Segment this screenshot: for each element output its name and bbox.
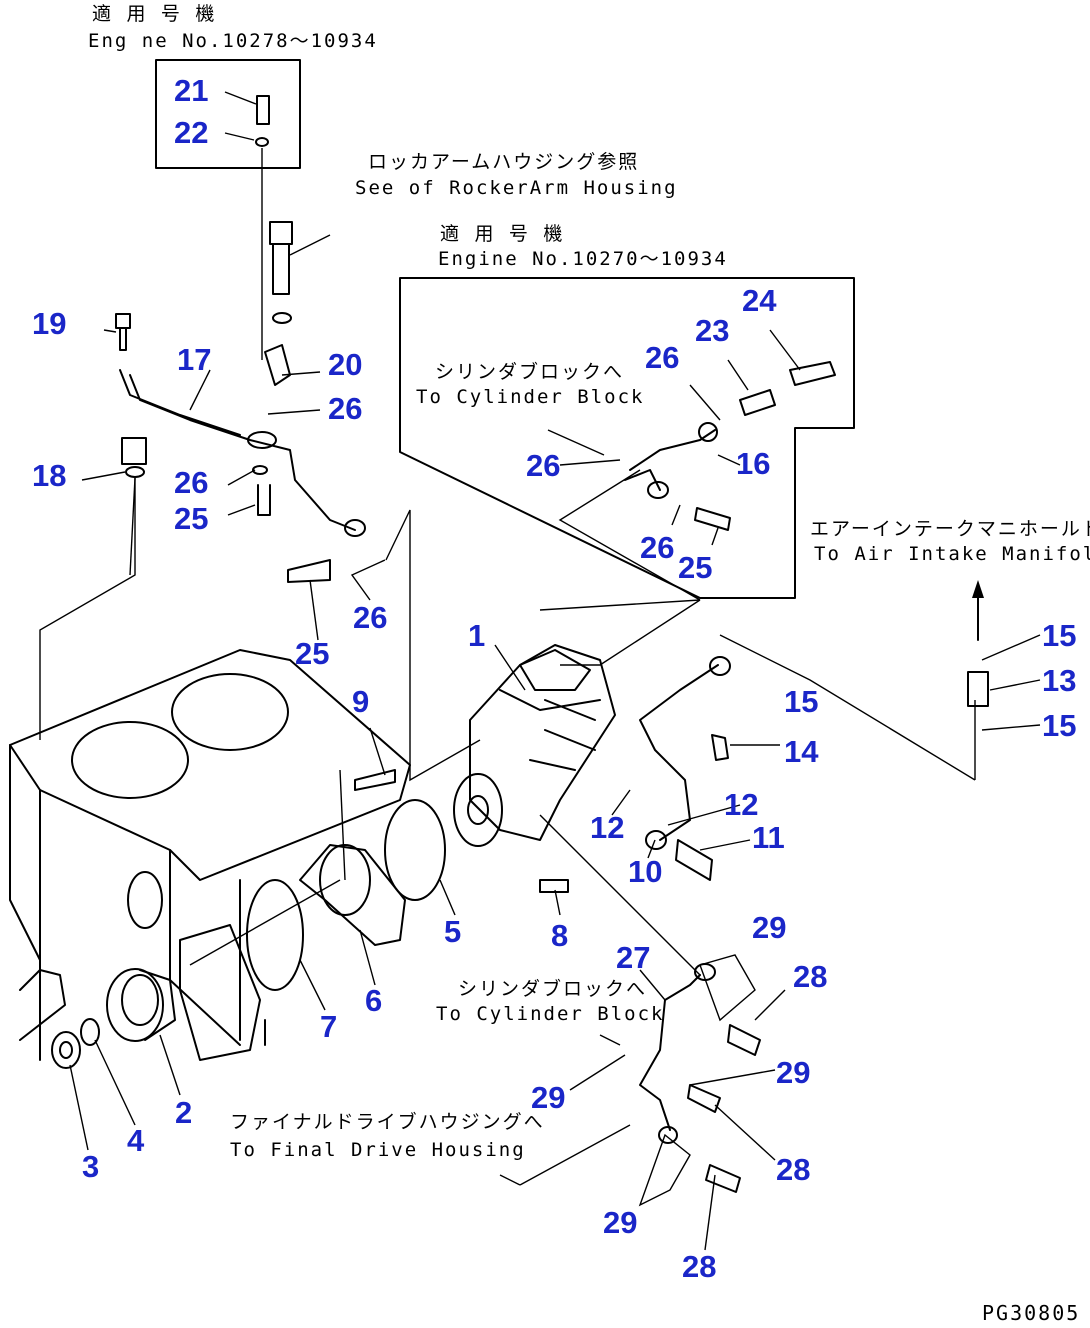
callout-25-a: 25 xyxy=(174,501,208,536)
inset-frame-mid xyxy=(399,277,855,599)
callout-14: 14 xyxy=(784,734,819,769)
callout-18: 18 xyxy=(32,458,66,493)
callout-15-a: 15 xyxy=(1042,618,1076,653)
callout-15-c: 15 xyxy=(1042,708,1076,743)
leader-lines xyxy=(69,91,1041,1251)
callout-10: 10 xyxy=(628,854,662,889)
note-engine-range-top: Eng ne No.10278～10934 xyxy=(88,30,378,52)
fitting-18 xyxy=(39,437,147,740)
bolt-21 xyxy=(255,95,270,360)
nut xyxy=(51,1031,81,1069)
note-cyl-block-en-1: To Cylinder Block xyxy=(416,386,644,408)
callout-2: 2 xyxy=(175,1095,192,1130)
cylinder-block xyxy=(9,649,411,1061)
callout-23: 23 xyxy=(695,313,729,348)
bolt-19 xyxy=(115,313,131,351)
bolt-28-c xyxy=(705,1164,741,1193)
callout-26-a: 26 xyxy=(328,391,362,426)
callout-26-f: 26 xyxy=(640,530,674,565)
callout-20: 20 xyxy=(328,347,362,382)
note-air-intake-jp: エアーインテークマニホールドへ xyxy=(810,518,1090,540)
callout-28-b: 28 xyxy=(776,1152,810,1187)
callout-11: 11 xyxy=(752,820,785,855)
note-applicable-top-jp: 適 用 号 機 xyxy=(92,3,216,25)
note-cyl-block-jp-1: シリンダブロックへ xyxy=(435,360,624,383)
union-13 xyxy=(967,671,989,707)
note-cyl-block-en-2: To Cylinder Block xyxy=(436,1003,664,1025)
callout-17: 17 xyxy=(177,342,211,377)
washer-26 xyxy=(252,465,268,475)
callout-28-a: 28 xyxy=(793,959,827,994)
callout-29-c: 29 xyxy=(531,1080,565,1115)
o-ring xyxy=(384,799,446,901)
bolt-25-inset xyxy=(694,507,731,531)
bolt-25-lower xyxy=(287,559,331,583)
note-final-drive-en: To Final Drive Housing xyxy=(230,1139,526,1161)
callout-27: 27 xyxy=(616,940,650,975)
callout-22: 22 xyxy=(174,115,208,150)
oil-pipe-17 xyxy=(119,369,366,537)
pipe-16 xyxy=(624,422,718,499)
callout-26-c: 26 xyxy=(353,600,387,635)
drive-cap xyxy=(106,968,176,1042)
callout-5: 5 xyxy=(444,914,461,949)
callout-19: 19 xyxy=(32,306,66,341)
callout-12-a: 12 xyxy=(724,787,758,822)
fitting-23 xyxy=(739,389,776,416)
note-rocker-en: See of RockerArm Housing xyxy=(355,177,678,199)
callout-6: 6 xyxy=(365,983,382,1018)
bolt-28-b xyxy=(687,1084,721,1113)
callout-29-b: 29 xyxy=(776,1055,810,1090)
callout-28-c: 28 xyxy=(682,1249,716,1284)
callout-25-b: 25 xyxy=(295,636,329,671)
callout-16: 16 xyxy=(736,446,770,481)
note-engine-range-mid: Engine No.10270～10934 xyxy=(438,248,728,270)
callout-3: 3 xyxy=(82,1149,99,1184)
callout-21: 21 xyxy=(174,73,208,108)
mounting-bolt xyxy=(269,221,293,324)
callout-26-b: 26 xyxy=(174,465,208,500)
callout-24: 24 xyxy=(742,283,777,318)
flange xyxy=(299,844,406,946)
callout-29-d: 29 xyxy=(603,1205,637,1240)
callout-13: 13 xyxy=(1042,663,1076,698)
callout-4: 4 xyxy=(127,1123,145,1158)
note-final-drive-jp: ファイナルドライブハウジングへ xyxy=(230,1110,545,1133)
callout-7: 7 xyxy=(320,1009,337,1044)
callout-26-d: 26 xyxy=(645,340,679,375)
callout-8: 8 xyxy=(551,918,568,953)
callout-1: 1 xyxy=(468,618,485,653)
washer xyxy=(80,1018,100,1046)
gasket xyxy=(179,924,261,1061)
fitting-14 xyxy=(711,734,729,761)
note-air-intake-en: To Air Intake Manifold xyxy=(814,543,1090,565)
air-compressor xyxy=(453,644,616,847)
callout-26-e: 26 xyxy=(526,448,560,483)
drawing-reference: PG30805 xyxy=(982,1301,1080,1325)
bracket-20 xyxy=(264,344,291,386)
note-cyl-block-jp-2: シリンダブロックへ xyxy=(458,977,647,1000)
bolt-8 xyxy=(539,879,569,893)
pipe-27 xyxy=(639,963,716,1144)
bolt-9 xyxy=(354,769,396,791)
bolt-11 xyxy=(675,839,713,881)
gasket-ring xyxy=(246,879,304,991)
bolt-25-upper xyxy=(257,484,271,516)
callout-9: 9 xyxy=(352,684,369,719)
inset-frame-top xyxy=(155,59,301,169)
callout-12-b: 12 xyxy=(590,810,624,845)
bolt-28-a xyxy=(727,1024,761,1056)
note-rocker-jp: ロッカアームハウジング参照 xyxy=(368,151,639,173)
fitting-24 xyxy=(789,361,836,386)
pipe-10 xyxy=(639,656,731,850)
note-applicable-mid-jp: 適 用 号 機 xyxy=(440,223,564,245)
callout-25-c: 25 xyxy=(678,550,712,585)
callout-15-b: 15 xyxy=(784,684,818,719)
callout-29-a: 29 xyxy=(752,910,786,945)
